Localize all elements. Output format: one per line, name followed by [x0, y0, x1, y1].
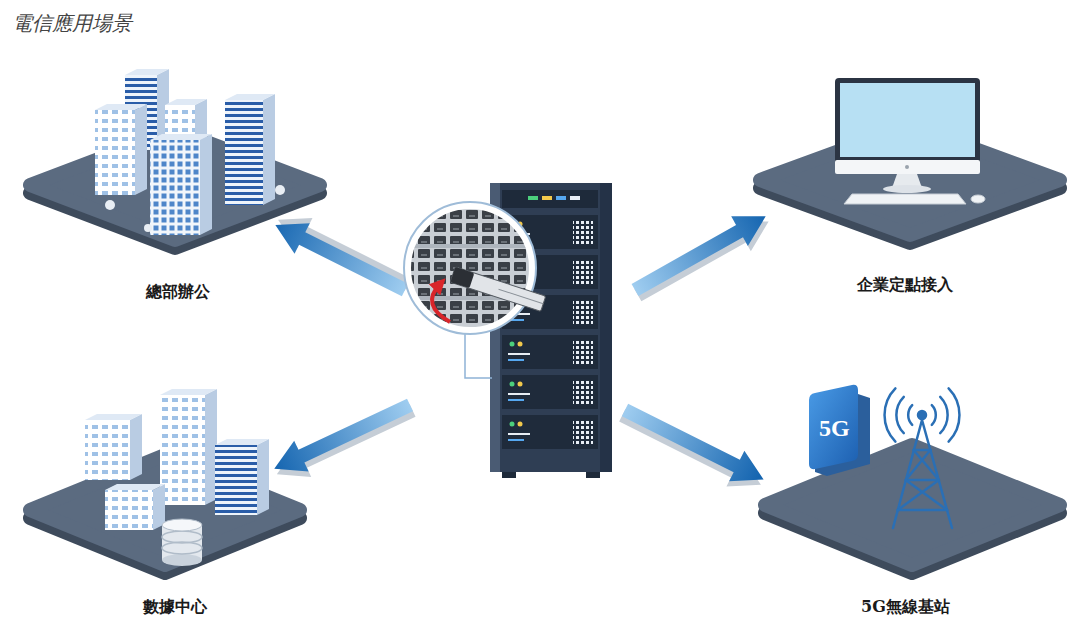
scene-label: 企業定點接入 [857, 275, 953, 296]
radio-tower [885, 388, 960, 528]
office-buildings [95, 69, 285, 235]
scene-label: 數據中心 [143, 597, 207, 618]
scene-node: 數據中心 [137, 595, 213, 620]
scene-label: 總部辦公 [146, 282, 210, 303]
port-magnifier [404, 202, 546, 378]
datacenter-buildings [85, 389, 269, 566]
diagram-title: 電信應用場景 [12, 10, 132, 37]
platform [30, 125, 1060, 573]
badge-label: 5G [819, 416, 850, 440]
5g-badge [809, 385, 870, 476]
scene-label: 5G無線基站 [861, 597, 950, 618]
desktop-computer [835, 78, 985, 204]
scene-node: 總部辦公 [140, 280, 216, 305]
scene-node: 企業定點接入 [851, 273, 959, 298]
scene-node: 5G無線基站 [855, 595, 956, 620]
